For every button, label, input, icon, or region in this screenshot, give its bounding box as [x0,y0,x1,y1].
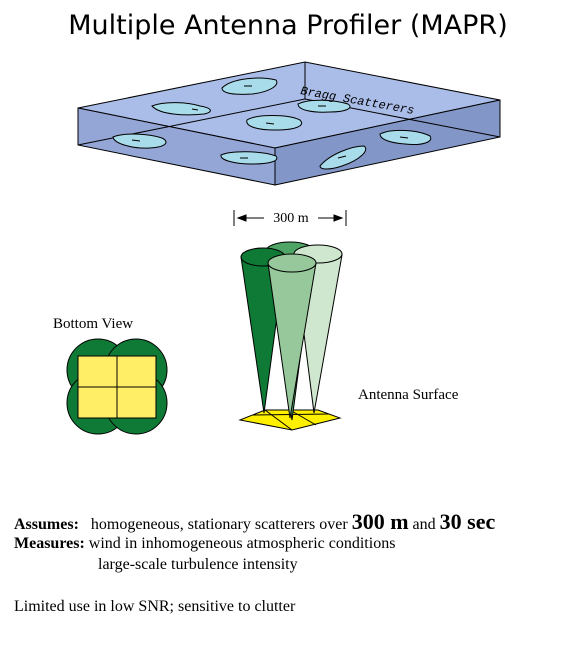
antenna-surface [238,409,342,431]
measures-line: Measures: wind in inhomogeneous atmosphe… [14,535,395,553]
antenna-beams [240,241,343,421]
scatterer-6 [220,151,278,165]
bottom-view-label: Bottom View [53,316,134,332]
measures-label: Measures: [14,535,85,552]
scatterer-8 [319,145,367,170]
bragg-scatterers [112,77,432,170]
assumes-label: Assumes: [14,516,79,533]
assumes-line: Assumes: homogeneous, stationary scatter… [14,509,495,535]
assumes-value-time: 30 sec [439,509,496,534]
scatterer-2 [151,102,211,116]
limitation-text: Limited use in low SNR; sensitive to clu… [14,598,296,615]
page-title: Multiple Antenna Profiler (MAPR) [68,10,508,41]
assumes-value-distance: 300 m [351,509,409,534]
assumes-text: homogeneous, stationary scatterers over [90,516,348,533]
distance-marker [233,210,347,226]
antenna-surface-label: Antenna Surface [358,387,459,403]
distance-label: 300 m [273,211,309,226]
measures-line2: large-scale turbulence intensity [98,556,298,573]
scatterer-4 [246,115,302,131]
bottom-view-diagram [66,338,168,435]
measures-line1: wind in inhomogeneous atmospheric condit… [88,535,396,552]
assumes-joiner: and [412,516,436,533]
